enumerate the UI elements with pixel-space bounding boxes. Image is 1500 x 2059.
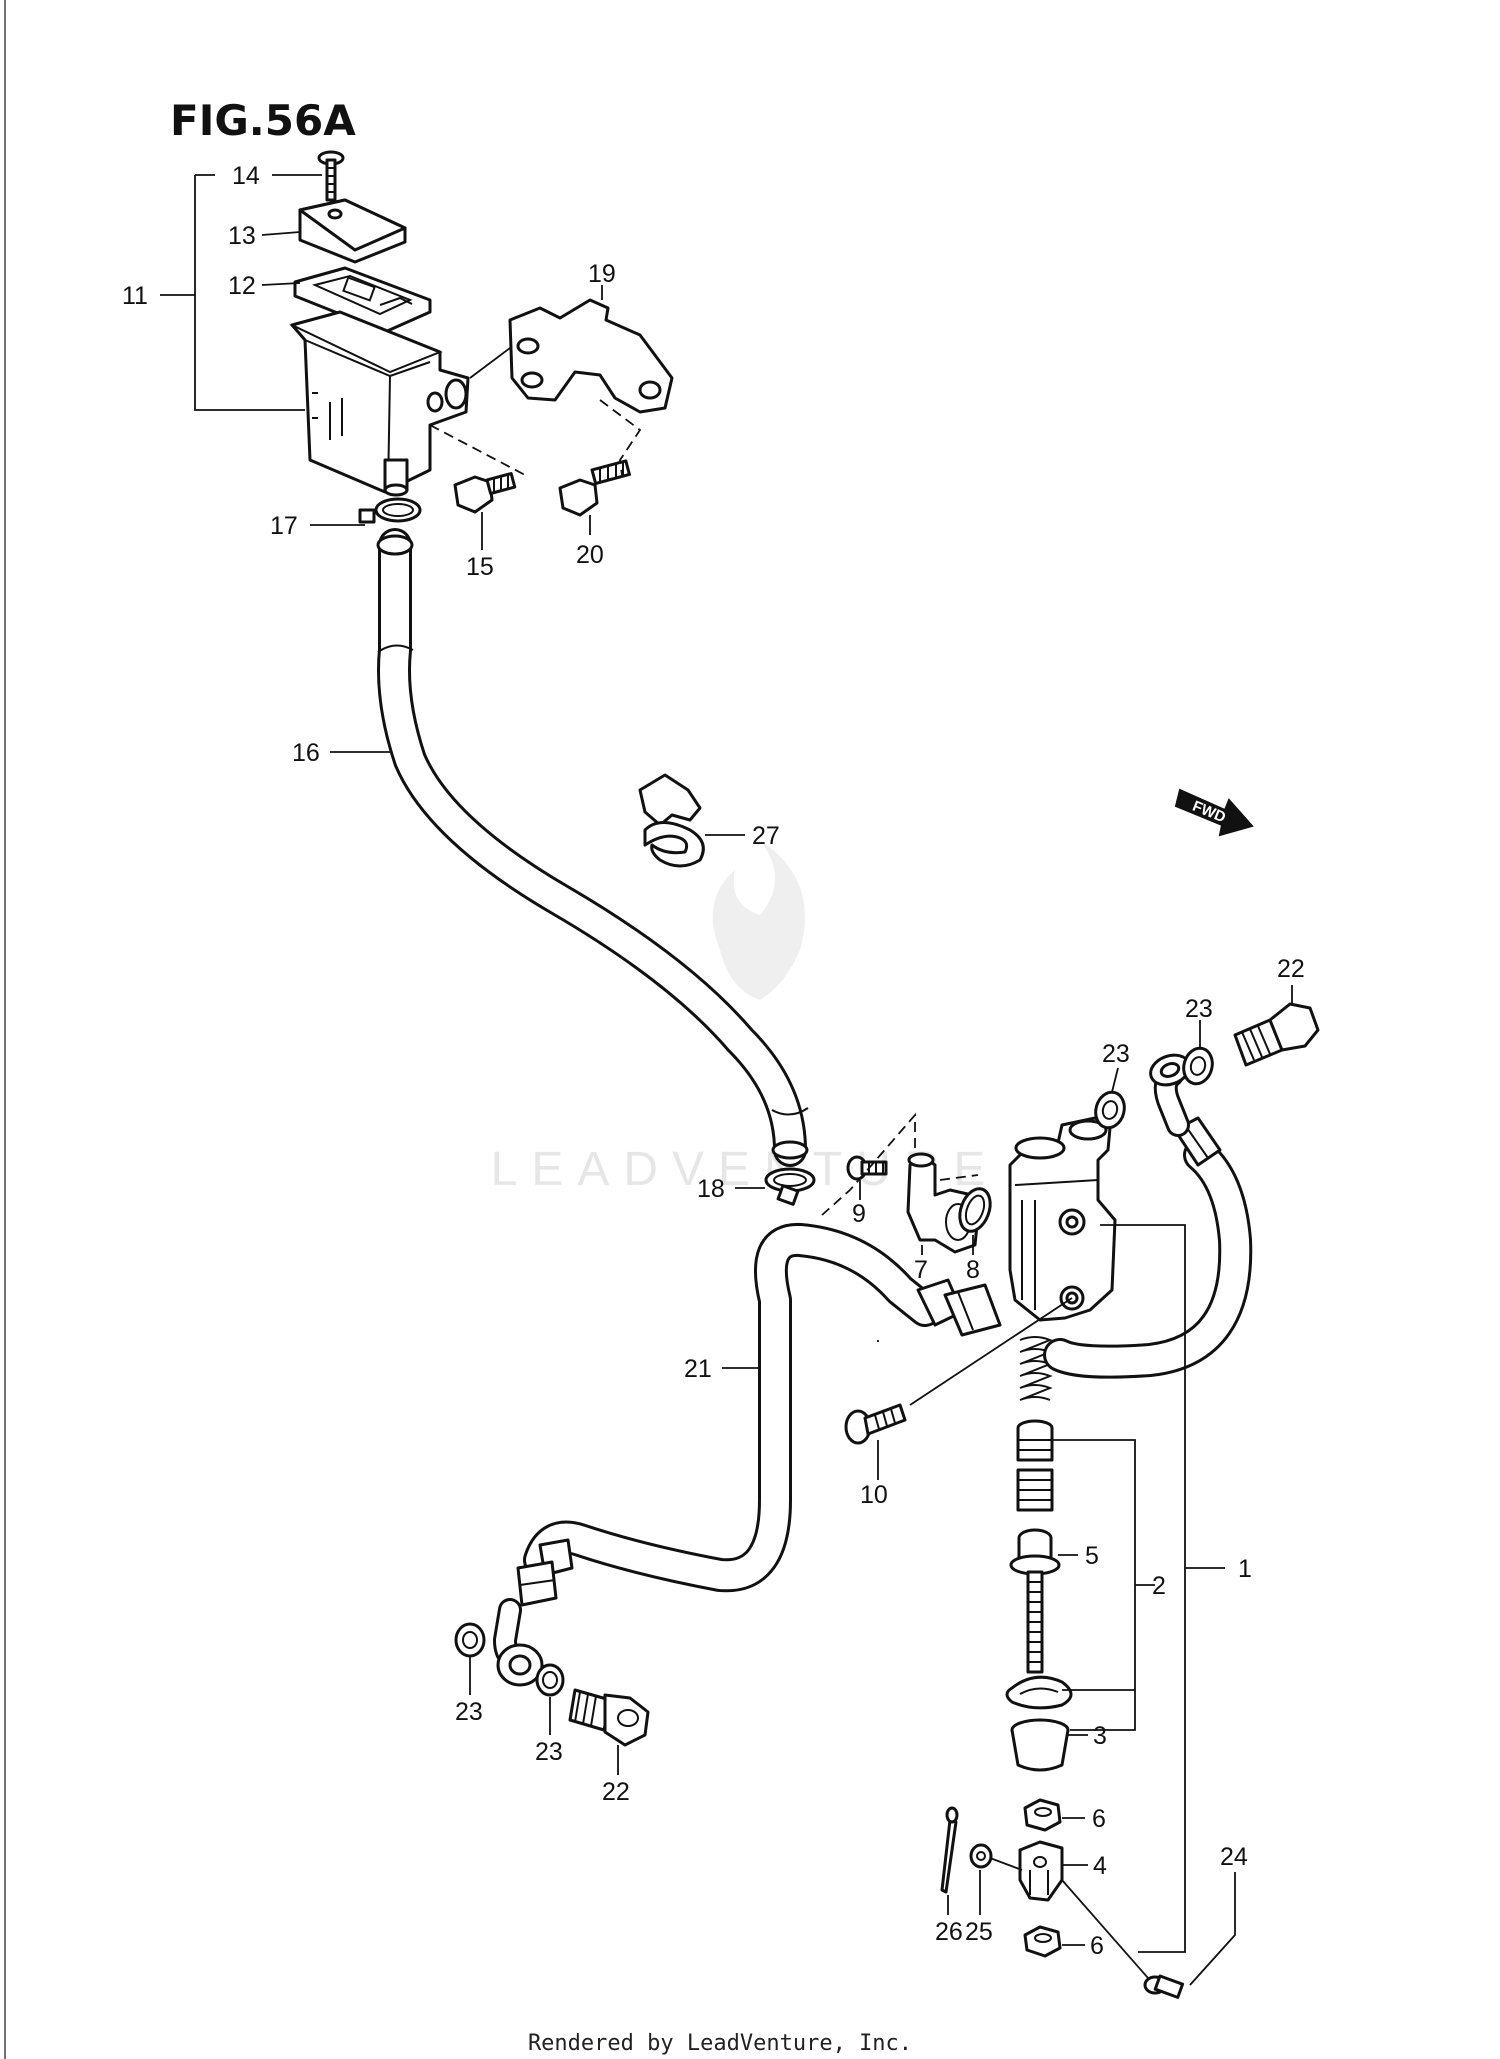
piston-kit[interactable] — [844, 1297, 1185, 1999]
callout-23-lower-left[interactable]: 23 — [455, 1698, 483, 1726]
hose-clip[interactable] — [638, 773, 705, 868]
washer-upper-right — [1182, 1046, 1214, 1086]
mounting-bracket[interactable] — [508, 298, 674, 414]
callout-26[interactable]: 26 — [935, 1918, 963, 1946]
callout-27[interactable]: 27 — [752, 822, 780, 850]
mounting-bolt[interactable] — [844, 1403, 907, 1445]
callout-24[interactable]: 24 — [1220, 1843, 1248, 1871]
callout-3[interactable]: 3 — [1093, 1722, 1107, 1750]
callout-15[interactable]: 15 — [466, 553, 494, 581]
callout-19[interactable]: 19 — [588, 260, 616, 288]
callout-6-lower[interactable]: 6 — [1090, 1932, 1104, 1960]
callout-7[interactable]: 7 — [914, 1256, 928, 1284]
hose-clamp-lower[interactable] — [764, 1167, 816, 1206]
hose-clamp-upper[interactable] — [358, 497, 422, 524]
callout-9[interactable]: 9 — [852, 1200, 866, 1228]
reservoir-bolt[interactable] — [453, 472, 517, 514]
reservoir-cap[interactable] — [298, 198, 407, 264]
clevis-pin[interactable] — [1143, 1974, 1185, 1999]
washer-lower-right — [535, 1663, 565, 1697]
render-credit: Rendered by LeadVenture, Inc. — [528, 2031, 912, 2056]
callout-13[interactable]: 13 — [228, 222, 256, 250]
diaphragm-plate[interactable] — [293, 266, 432, 334]
connector-screw[interactable] — [846, 1155, 888, 1181]
callout-8[interactable]: 8 — [966, 1256, 980, 1284]
leader-lines — [160, 174, 1293, 1986]
callout-6-upper[interactable]: 6 — [1092, 1805, 1106, 1833]
washer-upper-left — [1094, 1090, 1126, 1130]
reservoir-body[interactable] — [289, 310, 470, 497]
callout-4[interactable]: 4 — [1093, 1852, 1107, 1880]
callout-10[interactable]: 10 — [860, 1481, 888, 1509]
callout-23-upper-right[interactable]: 23 — [1185, 995, 1213, 1023]
callout-22-lower[interactable]: 22 — [602, 1778, 630, 1806]
callout-11[interactable]: 11 — [122, 282, 148, 310]
callout-18[interactable]: 18 — [697, 1175, 725, 1203]
upper-brake-line[interactable] — [1043, 1050, 1253, 1379]
callout-21[interactable]: 21 — [684, 1355, 712, 1383]
callout-22-upper[interactable]: 22 — [1277, 955, 1305, 983]
cap-screw[interactable] — [317, 150, 345, 202]
callout-17[interactable]: 17 — [270, 512, 298, 540]
callout-20[interactable]: 20 — [576, 541, 604, 569]
callout-23-upper-left[interactable]: 23 — [1102, 1040, 1130, 1068]
reservoir-hose[interactable] — [376, 528, 809, 1167]
callout-labels: 1 2 3 4 5 6 6 7 8 9 10 11 12 13 14 15 16… — [122, 162, 1305, 1960]
callout-16[interactable]: 16 — [292, 739, 320, 767]
upper-banjo-hardware[interactable] — [1092, 1002, 1320, 1131]
lower-banjo-hardware[interactable] — [454, 1622, 650, 1747]
figure-title: FIG.56A — [170, 96, 356, 145]
fwd-arrow: FWD — [1174, 788, 1254, 837]
reservoir-assembly[interactable] — [289, 150, 674, 524]
washer-lower-left — [454, 1622, 486, 1658]
callout-12[interactable]: 12 — [228, 272, 256, 300]
callout-2[interactable]: 2 — [1152, 1572, 1166, 1600]
callout-23-lower-right[interactable]: 23 — [535, 1738, 563, 1766]
callout-1[interactable]: 1 — [1238, 1555, 1252, 1583]
callout-25[interactable]: 25 — [965, 1918, 993, 1946]
brake-hose[interactable] — [493, 1223, 1002, 1687]
callout-14[interactable]: 14 — [232, 162, 260, 190]
fwd-arrow-label: FWD — [1190, 798, 1228, 827]
callout-5[interactable]: 5 — [1085, 1542, 1099, 1570]
bracket-bolt[interactable] — [558, 459, 631, 517]
master-cylinder[interactable] — [821, 1112, 1117, 1322]
